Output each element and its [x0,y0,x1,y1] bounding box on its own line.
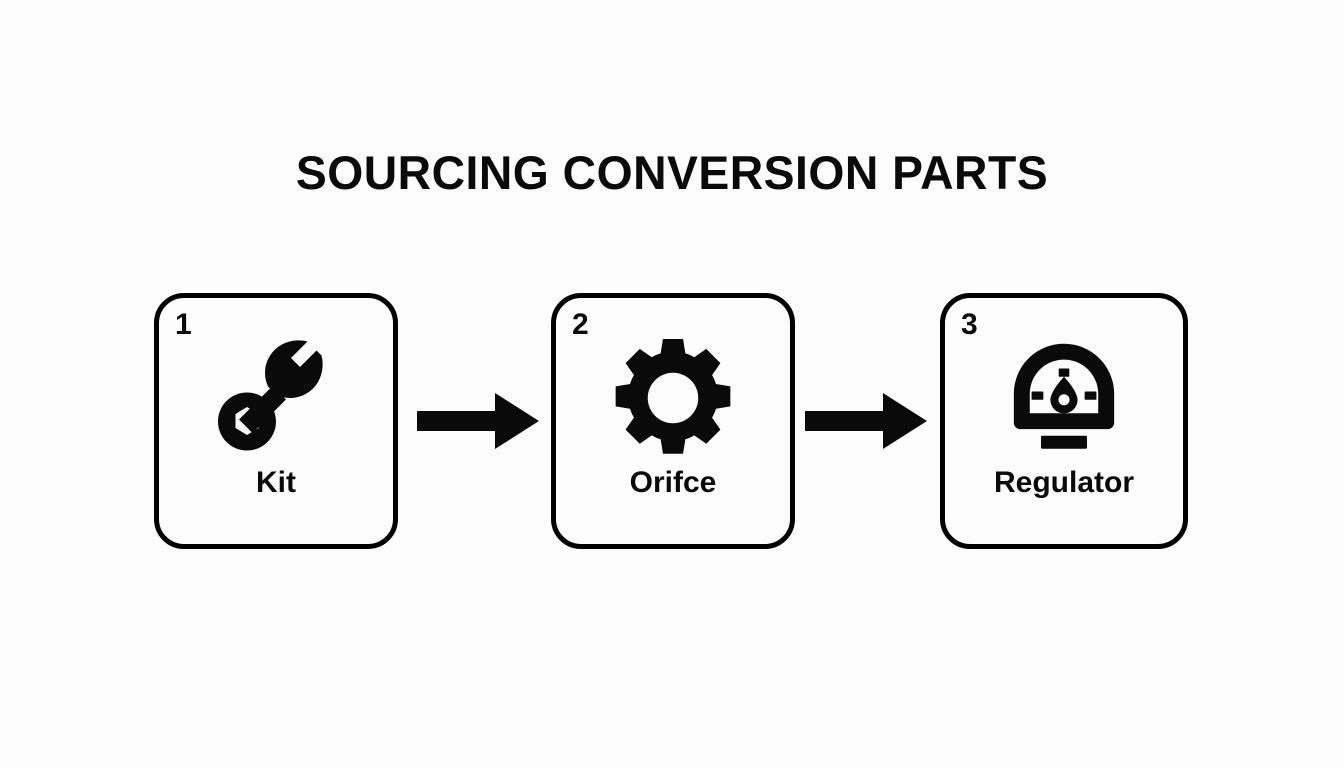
arrow-right-icon [417,393,539,449]
step-card-1[interactable]: 1 Kit [154,293,398,549]
process-flow: 1 Kit [154,293,1188,549]
step-label: Kit [256,466,296,499]
gear-icon [556,338,790,458]
step-card-3[interactable]: 3 Regula [940,293,1188,549]
wrench-icon [159,338,393,458]
page-title: SOURCING CONVERSION PARTS [295,146,1049,199]
step-number-badge: 2 [572,308,589,341]
step-card-2[interactable]: 2 Orifce [551,293,795,549]
pressure-gauge-icon [945,338,1183,458]
step-label: Orifce [629,466,717,499]
step-label: Regulator [993,466,1134,499]
arrow-right-icon [805,393,927,449]
step-number-badge: 1 [175,308,192,341]
step-number-badge: 3 [961,308,978,341]
